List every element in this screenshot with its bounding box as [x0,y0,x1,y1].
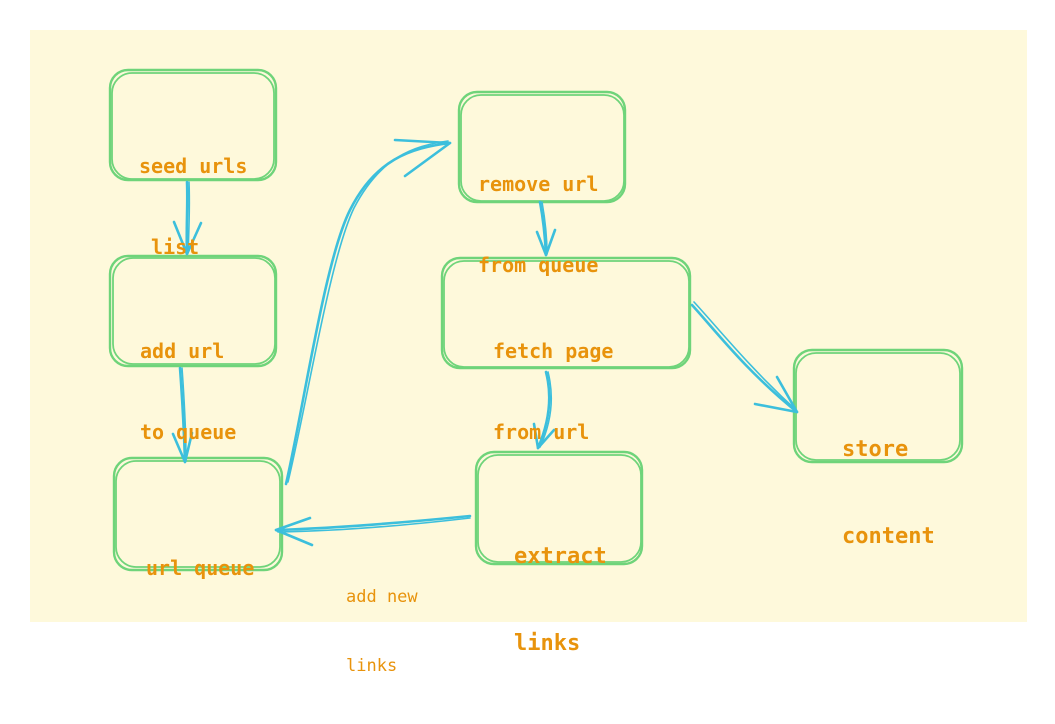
node-extract-links: extract links [514,484,607,716]
node-remove-url: remove url from queue [478,117,598,333]
node-box-fetch-page [440,256,692,370]
diagram-background [30,30,1027,622]
node-store-content: store content [842,377,935,609]
arrow-extract-to-queue [274,514,472,547]
node-url-queue: url queue [146,501,254,636]
node-seed-urls-line1: seed urls [139,154,248,178]
node-box-url-queue [112,456,284,572]
edge-label-add-new-links-line2: links [346,656,398,676]
node-box-add-url [108,254,278,368]
node-fetch-page-line1: fetch page [493,339,614,363]
node-box-seed-urls [108,68,278,182]
arrow-fetch-to-extract [532,370,556,450]
arrow-fetch-to-store [690,301,799,414]
edge-label-add-new-links-line1: add new [346,587,418,607]
node-fetch-page-line2: from url [493,420,590,444]
node-add-url: add url to queue [140,284,236,500]
node-extract-links-line1: extract [514,544,607,569]
diagram-lines [108,68,964,572]
node-add-url-line2: to queue [140,420,237,444]
node-store-content-line1: store [842,437,909,462]
arrow-seed-to-add [172,180,203,256]
node-seed-urls: seed urls list [139,99,247,315]
arrow-remove-to-fetch [535,200,557,257]
arrow-add-to-queue [171,366,194,464]
node-extract-links-line2: links [514,631,581,656]
node-add-url-line1: add url [140,339,225,363]
node-store-content-line2: content [842,524,935,549]
node-fetch-page: fetch page from url [493,284,613,500]
node-url-queue-line1: url queue [146,556,255,580]
arrow-queue-to-remove [284,138,452,486]
diagram-canvas: seed urls list add url to queue url queu… [30,30,1027,676]
node-remove-url-line2: from queue [478,253,599,277]
node-box-extract-links [474,450,644,566]
edge-label-add-new-links: add new links [346,540,418,724]
node-seed-urls-line2: list [139,235,200,259]
node-remove-url-line1: remove url [478,172,599,196]
